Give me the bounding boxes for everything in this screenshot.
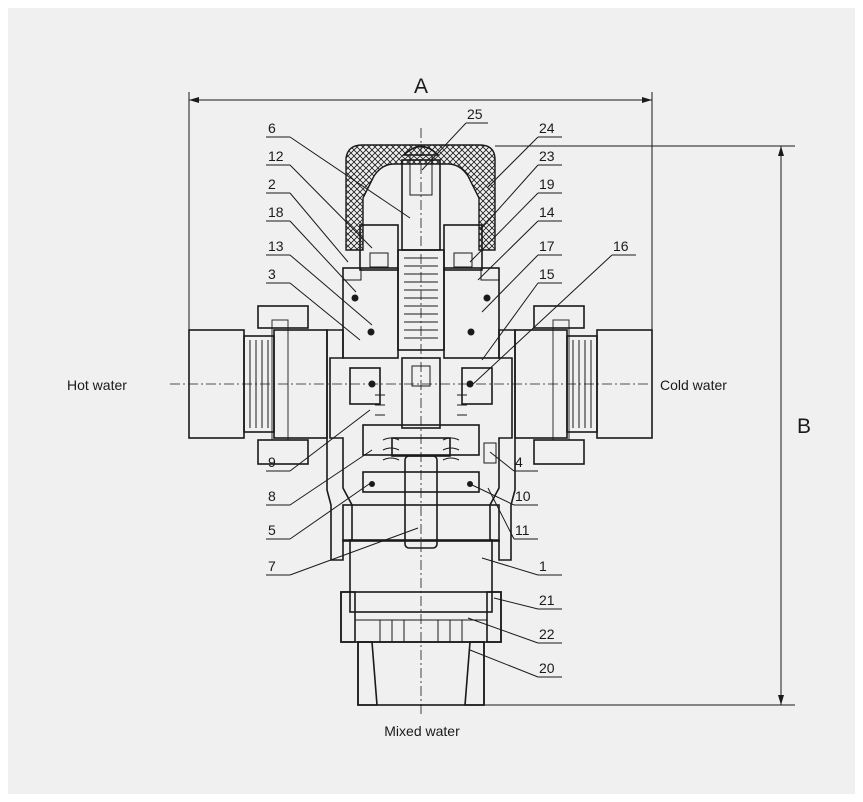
- thermostat-cartridge: [349, 357, 497, 549]
- hot-water-label: Hot water: [67, 377, 127, 393]
- callout-2: 2: [268, 176, 276, 192]
- callout-19: 19: [539, 176, 555, 192]
- callout-13: 13: [268, 238, 284, 254]
- mixed-water-label: Mixed water: [384, 723, 460, 739]
- callout-25: 25: [467, 106, 483, 122]
- dimension-b: B: [482, 145, 811, 706]
- callouts: 25 24 23 19 14 17 16 15 6 12 2 18: [266, 106, 636, 678]
- callout-17: 17: [539, 238, 555, 254]
- dimension-a-label: A: [414, 75, 428, 98]
- callout-21: 21: [539, 592, 555, 608]
- callout-4: 4: [515, 454, 523, 470]
- callout-24: 24: [539, 120, 555, 136]
- callout-3: 3: [268, 266, 276, 282]
- dimension-b-label: B: [797, 415, 811, 438]
- callout-20: 20: [539, 660, 555, 676]
- callout-12: 12: [268, 148, 284, 164]
- callout-23: 23: [539, 148, 555, 164]
- valve-body: [326, 329, 516, 613]
- callout-15: 15: [539, 266, 555, 282]
- callout-11: 11: [515, 522, 530, 538]
- cold-water-port: [514, 305, 653, 465]
- callout-5: 5: [268, 522, 276, 538]
- callout-6: 6: [268, 120, 276, 136]
- cap-knob: [345, 144, 496, 251]
- cold-water-label: Cold water: [660, 377, 727, 393]
- callout-8: 8: [268, 488, 276, 504]
- callout-10: 10: [515, 488, 531, 504]
- callout-7: 7: [268, 558, 276, 574]
- callout-22: 22: [539, 626, 555, 642]
- callout-1: 1: [539, 558, 547, 574]
- mixed-water-port: [340, 591, 502, 706]
- callout-14: 14: [539, 204, 555, 220]
- callout-9: 9: [268, 454, 276, 470]
- dimension-a: A: [188, 75, 653, 340]
- callout-18: 18: [268, 204, 284, 220]
- hot-water-port: [188, 305, 328, 465]
- callout-16: 16: [613, 238, 629, 254]
- diagram-panel: [8, 8, 855, 794]
